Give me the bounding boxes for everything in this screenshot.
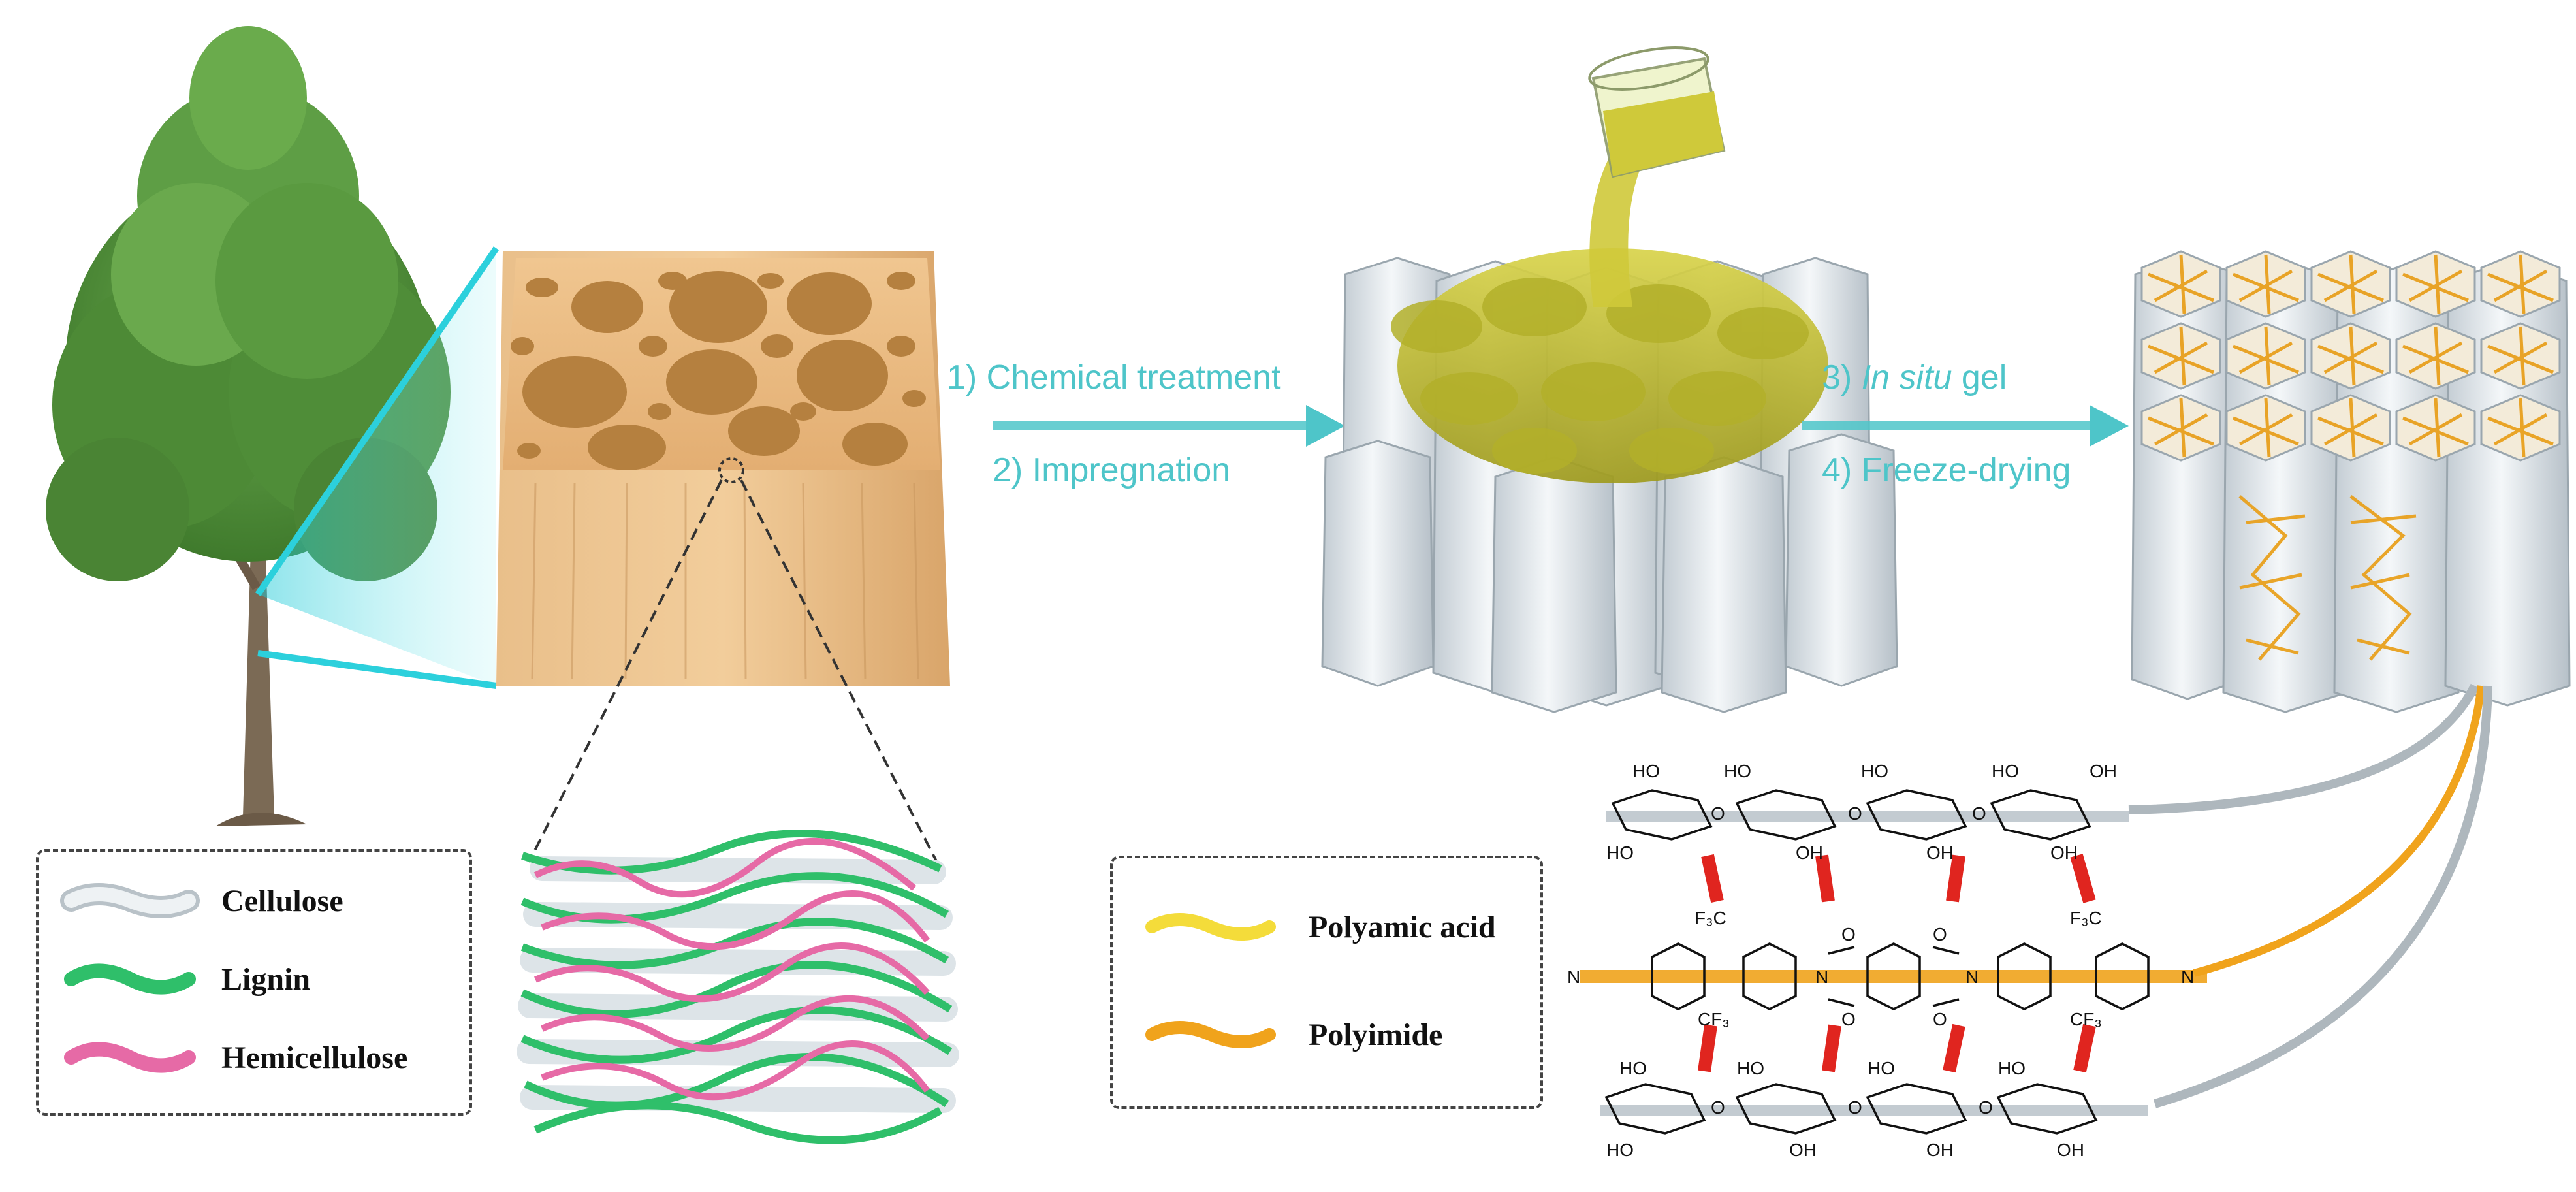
step-4-label: 4) Freeze-drying [1822, 451, 2071, 489]
step-3-label: 3) In situ gel [1822, 358, 2007, 397]
aerogel-scaffold [2131, 250, 2571, 713]
step-3-number: 3) [1822, 359, 1852, 396]
zoom-beam [258, 248, 496, 686]
atom-label: N [1965, 967, 1979, 987]
wood-block [496, 251, 950, 686]
legend-item-polyimide: Polyimide [1139, 1015, 1442, 1054]
process-arrow-2 [1802, 405, 2129, 447]
atom-label: CF₃ [1698, 1009, 1730, 1029]
legend-polymers: Polyamic acid Polyimide [1110, 856, 1543, 1109]
atom-label: O [1848, 1097, 1862, 1118]
atom-label: O [1933, 924, 1947, 944]
atom-label: OH [2090, 761, 2117, 781]
legend-item-cellulose: Cellulose [58, 878, 343, 924]
link-curve-polyimide [2193, 685, 2485, 977]
beaker-icon [1588, 46, 1726, 178]
legend-item-lignin: Lignin [58, 956, 310, 1002]
legend-label-polyimide: Polyimide [1309, 1017, 1443, 1052]
atom-label: N [2181, 967, 2195, 987]
legend-item-hemicellulose: Hemicellulose [58, 1035, 407, 1080]
atom-label: OH [2057, 1140, 2084, 1160]
process-arrow-1 [993, 405, 1345, 447]
atom-label: HO [1619, 1058, 1647, 1078]
atom-label: N [1567, 967, 1581, 987]
atom-label: O [1711, 1097, 1725, 1118]
atom-label: OH [1926, 843, 1954, 863]
atom-label: HO [1632, 761, 1660, 781]
zoom-line-left [528, 479, 723, 863]
legend-label-lignin: Lignin [221, 961, 311, 997]
hemicellulose-swatch-icon [64, 1042, 196, 1073]
step-3-italic: In situ [1861, 359, 1952, 396]
legend-label-hemicellulose: Hemicellulose [221, 1040, 408, 1075]
atom-label: HO [1737, 1058, 1764, 1078]
atom-label: HO [1606, 843, 1634, 863]
cellulose-swatch-icon [60, 883, 200, 918]
atom-label: OH [1926, 1140, 1954, 1160]
legend-item-polyamic-acid: Polyamic acid [1139, 907, 1496, 946]
zoom-beam-edge-top [255, 246, 500, 596]
polyamic-acid-swatch-icon [1145, 913, 1276, 941]
link-curve-cellulose-top [2128, 683, 2479, 814]
atom-label: HO [1861, 761, 1888, 781]
legend-wood-components: Cellulose Lignin Hemicellulose [36, 849, 472, 1116]
atom-label: O [1979, 1097, 1993, 1118]
atom-label: OH [1796, 843, 1823, 863]
atom-label: F₃C [1694, 908, 1726, 928]
atom-label: O [1841, 924, 1856, 944]
atom-label: OH [2050, 843, 2078, 863]
step-3-rest: gel [1961, 359, 2007, 396]
molecular-structure [1580, 789, 2207, 1135]
atom-label: O [1933, 1009, 1947, 1029]
polyimide-swatch-icon [1145, 1021, 1276, 1048]
atom-label: F₃C [2070, 908, 2102, 928]
atom-label: HO [1724, 761, 1751, 781]
zoom-circle [718, 457, 744, 483]
lignocellulose-fiber [517, 830, 959, 1144]
wood-pores [511, 271, 926, 470]
atom-label: OH [1789, 1140, 1817, 1160]
atom-label: N [1815, 967, 1829, 987]
link-curve-cellulose-bottom [2153, 685, 2492, 1108]
atom-label: HO [1992, 761, 2019, 781]
atom-label: O [1711, 803, 1725, 824]
atom-label: O [1848, 803, 1862, 824]
atom-label: HO [1606, 1140, 1634, 1160]
atom-label: HO [1868, 1058, 1895, 1078]
polyimide-network [2148, 254, 2554, 661]
atom-label: HO [1998, 1058, 2026, 1078]
impregnated-scaffold [1321, 46, 1898, 713]
lignin-swatch-icon [64, 963, 196, 995]
legend-label-polyamic-acid: Polyamic acid [1309, 909, 1496, 944]
step-1-label: 1) Chemical treatment [947, 359, 1281, 396]
zoom-beam-edge-bottom [257, 650, 497, 689]
atom-label: CF₃ [2070, 1009, 2102, 1029]
step-2-label: 2) Impregnation [993, 451, 1231, 489]
atom-label: O [1841, 1009, 1856, 1029]
atom-label: O [1972, 803, 1986, 824]
legend-label-cellulose: Cellulose [221, 883, 343, 918]
